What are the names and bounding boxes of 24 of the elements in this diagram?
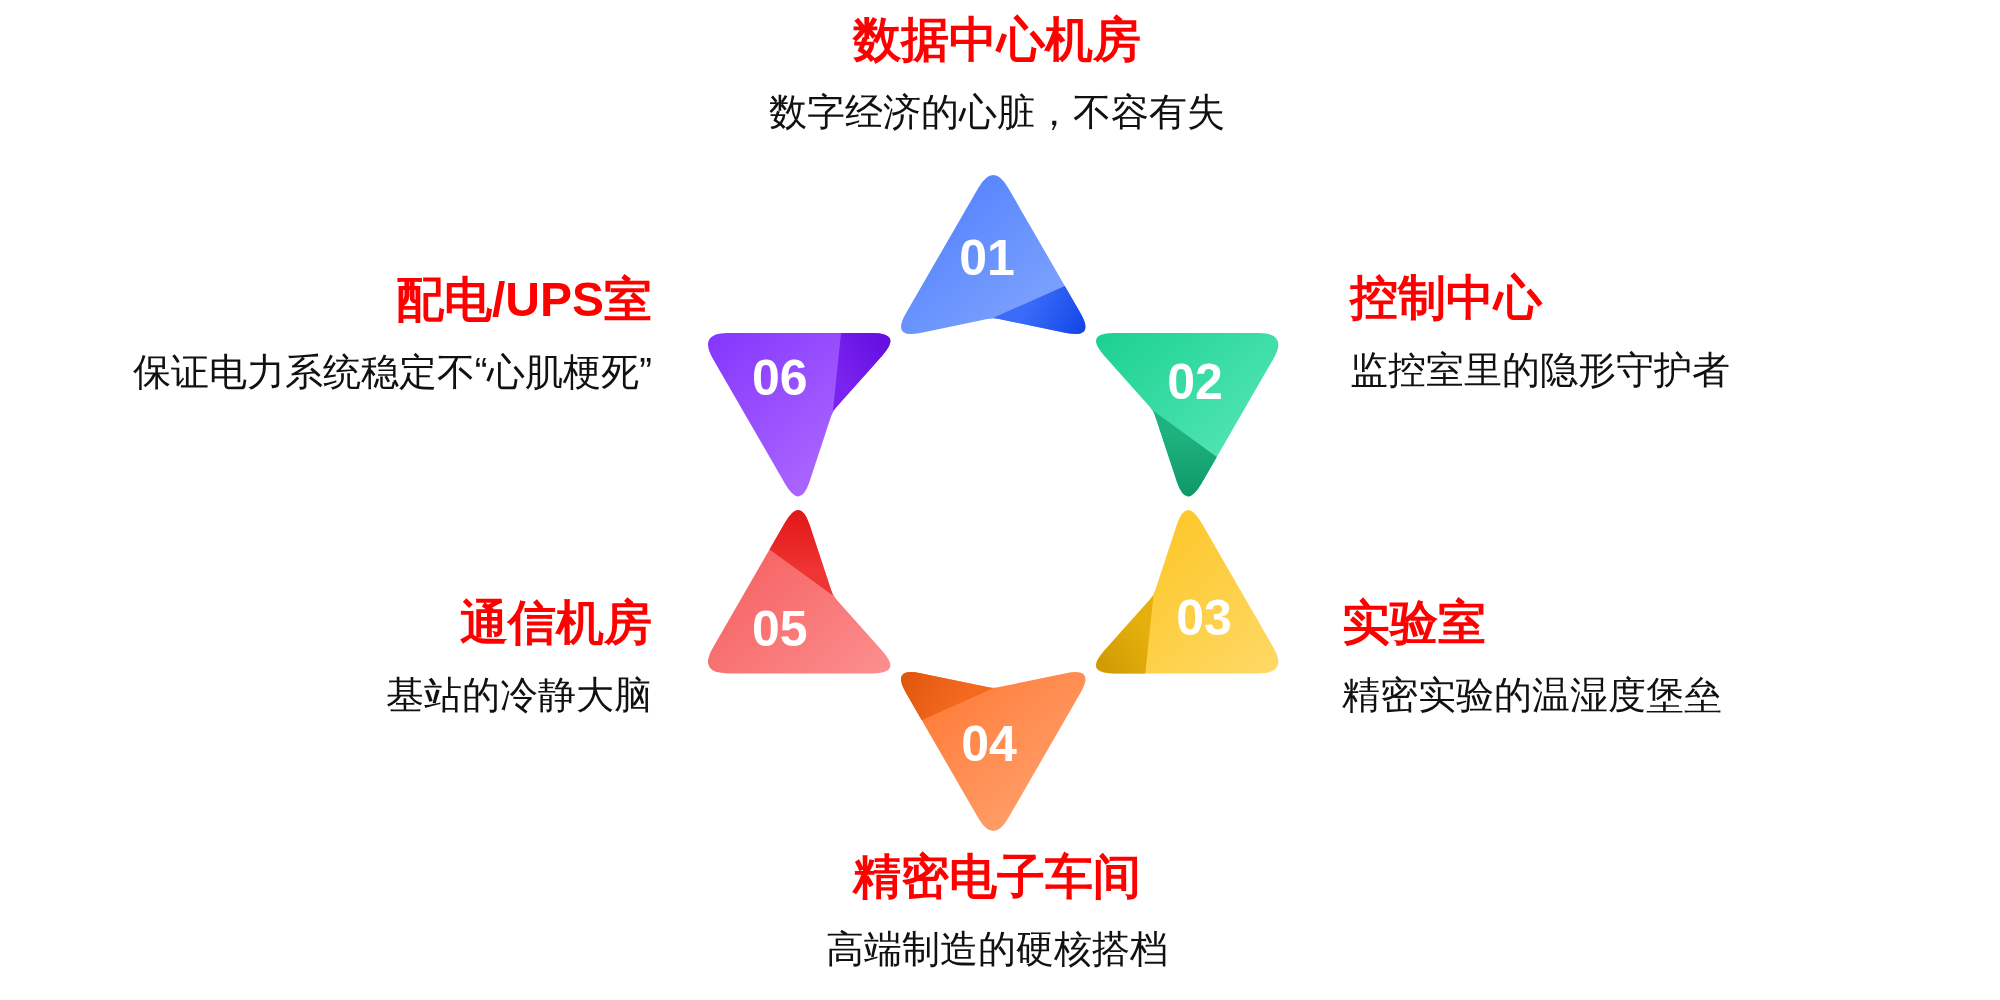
step-number: 04 bbox=[961, 719, 1017, 769]
section-title: 控制中心 bbox=[1350, 270, 1542, 326]
step-number: 06 bbox=[752, 353, 808, 404]
section-title: 数据中心机房 bbox=[853, 12, 1141, 68]
folded-triangle bbox=[1095, 332, 1279, 496]
section-title: 精密电子车间 bbox=[853, 849, 1141, 905]
section-description: 数字经济的心脏，不容有失 bbox=[769, 90, 1225, 135]
step-number: 02 bbox=[1167, 357, 1223, 408]
step-number: 03 bbox=[1176, 593, 1232, 644]
section-description: 保证电力系统稳定不“心肌梗死” bbox=[132, 350, 652, 395]
section-description: 基站的冷静大脑 bbox=[386, 673, 652, 718]
section-description: 监控室里的隐形守护者 bbox=[1350, 348, 1730, 393]
section-description: 精密实验的温湿度堡垒 bbox=[1342, 673, 1722, 718]
folded-triangle bbox=[1095, 510, 1279, 674]
folded-triangle bbox=[900, 175, 1086, 335]
section-title: 配电/UPS室 bbox=[395, 272, 652, 328]
folded-triangle bbox=[707, 332, 891, 496]
section-description: 高端制造的硬核搭档 bbox=[826, 927, 1168, 972]
section-title: 实验室 bbox=[1342, 595, 1486, 651]
step-number: 01 bbox=[959, 233, 1015, 283]
folded-triangle bbox=[707, 510, 891, 674]
step-number: 05 bbox=[752, 604, 808, 655]
folded-triangle bbox=[900, 671, 1086, 831]
section-title: 通信机房 bbox=[460, 595, 652, 651]
